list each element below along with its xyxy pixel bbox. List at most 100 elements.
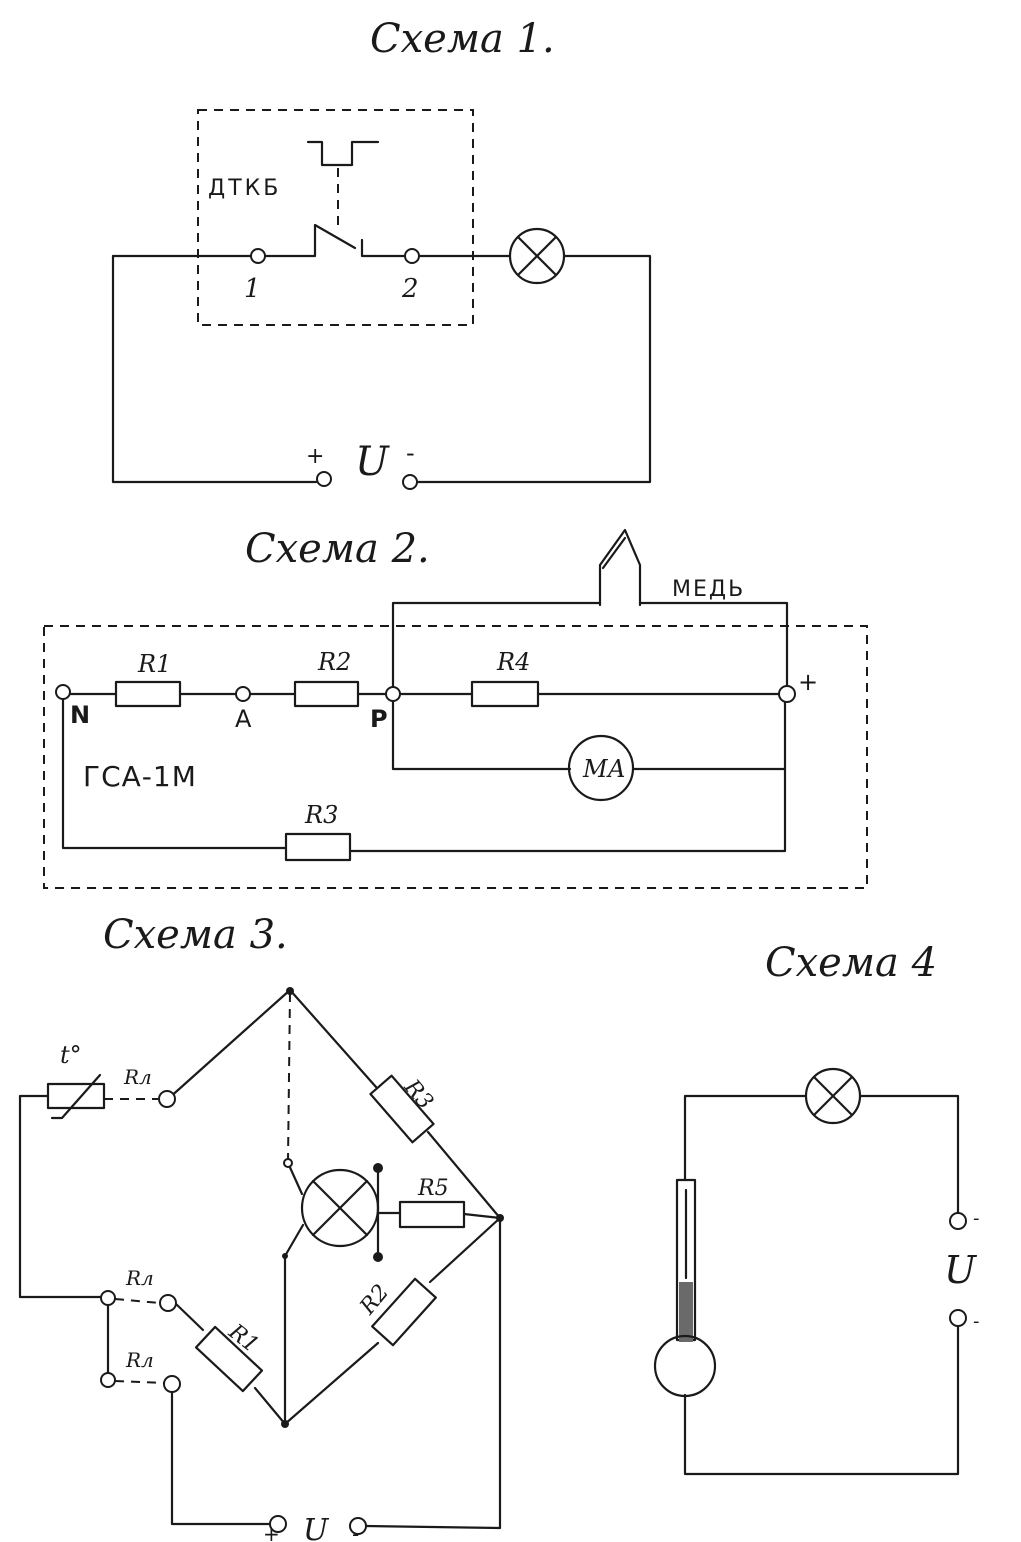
terminal-p (385, 686, 401, 702)
bridge-top-right-arm (426, 1130, 502, 1220)
s4-wire-bottom (683, 1323, 960, 1476)
terminal-rl-2-left (100, 1290, 116, 1306)
node-bottom (281, 1420, 289, 1428)
rl-line-2 (114, 1298, 161, 1304)
dtkb-boundary (197, 109, 474, 326)
s2-wire-up-left (391, 601, 602, 694)
bridge-top-left-arm (166, 988, 378, 1101)
scheme-3-title: Схема 3. (103, 912, 288, 958)
gsa-device-label: ГСА-1М (83, 760, 197, 793)
s3-supply-plus-terminal (269, 1515, 287, 1533)
s3-wire-supply-minus (364, 1216, 502, 1530)
node-r5-top (373, 1163, 383, 1173)
bridge-lower-left-a (253, 1386, 287, 1426)
thermistor-slash (50, 1073, 102, 1120)
r2-label: R2 (317, 648, 351, 676)
terminal-1 (250, 248, 266, 264)
resistor-r1-bridge (194, 1325, 264, 1393)
milliammeter-icon (567, 734, 635, 802)
scheme-2: Схема 2. МЕДЬ R1 R2 R4 R3 N (43, 526, 868, 889)
r5-lead-right (462, 1212, 502, 1220)
lamp-lead-top (286, 1161, 304, 1196)
scheme-3: Схема 3. R3 R2 R1 R5 (18, 912, 504, 1542)
bridge-lower-left-b (173, 1301, 205, 1332)
r1-label: R1 (137, 650, 171, 678)
rl-label-2: Rл (125, 1266, 154, 1290)
thermistor-icon (46, 1082, 106, 1110)
resistor-r3-bridge (369, 1074, 435, 1144)
n-label: N (70, 701, 90, 729)
scheme-1: Схема 1. ДТКБ 1 2 + - U (111, 16, 652, 490)
bridge-lower-right-a (428, 1216, 502, 1284)
bridge-diagonal-top (287, 992, 291, 1161)
bridge-lamp-icon (300, 1168, 380, 1248)
contact-thermometer-icon (653, 1178, 717, 1398)
resistor-r4 (470, 680, 540, 708)
terminal-2 (404, 248, 420, 264)
resistor-r1 (114, 680, 182, 708)
scheme-1-title: Схема 1. (370, 16, 555, 62)
terminal-a (235, 686, 251, 702)
supply-plus-terminal (316, 471, 332, 487)
node-r5-bottom (373, 1252, 383, 1262)
s4-wire-top-left (683, 1094, 808, 1182)
supply-minus-label: - (406, 439, 415, 467)
terminal-1-label: 1 (244, 274, 261, 304)
rl-line-3 (114, 1380, 165, 1384)
s4-supply-bottom-terminal (949, 1309, 967, 1327)
s2-wire-right-r3 (348, 698, 787, 853)
lamp-lead-bottom (283, 1223, 305, 1258)
rl-label-3: Rл (125, 1348, 154, 1372)
terminal-rl-3-left (100, 1372, 116, 1388)
s3-wire-supply-plus (170, 1390, 272, 1526)
supply-minus-terminal (402, 474, 418, 490)
resistor-r5 (398, 1200, 466, 1229)
s3-voltage-label: U (303, 1513, 330, 1542)
a-label: A (235, 705, 252, 733)
s2-wire-up-right (638, 601, 789, 692)
rl-label-1: Rл (123, 1065, 152, 1089)
s1-wire-left (111, 254, 318, 484)
terminal-rl-3-right (163, 1375, 181, 1393)
terminal-rl-2-right (159, 1294, 177, 1312)
bridge-lower-right-b (283, 1341, 380, 1426)
bimetal-actuator (306, 140, 380, 167)
contact-blade (263, 223, 357, 258)
s3-minus-label: - (352, 1522, 359, 1542)
s3-plus-label: + (263, 1522, 280, 1542)
node-lamp-top (283, 1158, 293, 1168)
r4-label: R4 (496, 648, 530, 676)
s1-wire-right (416, 254, 652, 484)
r2-bridge-label: R2 (355, 1280, 394, 1320)
milliammeter-label: МА (582, 755, 626, 783)
supply-voltage-label: U (355, 439, 390, 485)
s4-supply-top-terminal (949, 1212, 967, 1230)
resistor-r2-bridge (371, 1277, 437, 1347)
r3-bridge-label: R3 (398, 1074, 437, 1114)
lamp-icon (508, 227, 566, 285)
s3-supply-minus-terminal (349, 1517, 367, 1535)
thermocouple-hatch (601, 536, 627, 570)
supply-plus-label: + (306, 444, 324, 469)
s2-wire-r3-n (61, 698, 288, 850)
s1-wire-contact (360, 238, 407, 258)
resistor-r2 (293, 680, 360, 708)
s4-bottom-sign: - (973, 1311, 980, 1332)
s4-wire-top-right (858, 1094, 960, 1215)
scheme-4: Схема 4 - - U (653, 940, 980, 1476)
scheme-4-title: Схема 4 (765, 940, 937, 986)
s4-top-sign: - (973, 1208, 980, 1229)
plus-label: + (798, 668, 818, 696)
node-lamp-bottom (282, 1253, 288, 1259)
terminal-n (55, 684, 71, 700)
s2-wire-p-meter (391, 698, 572, 771)
s3-wire-left (18, 1094, 102, 1299)
thermistor-label: t° (60, 1041, 82, 1069)
thermocouple-icon (598, 528, 642, 607)
dtkb-label: ДТКБ (208, 176, 281, 201)
s4-voltage-label: U (944, 1248, 978, 1292)
p-label: P (370, 705, 388, 733)
r5-label: R5 (417, 1176, 449, 1201)
terminal-2-label: 2 (401, 274, 419, 304)
terminal-plus (778, 685, 796, 703)
